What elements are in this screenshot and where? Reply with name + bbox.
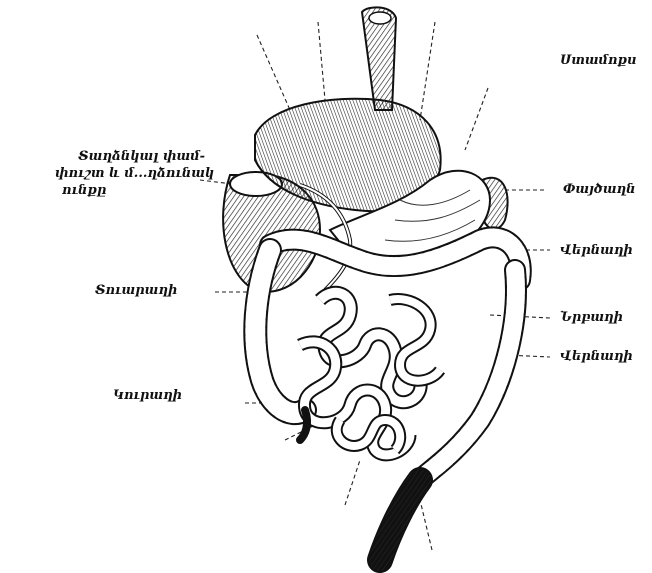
label-appendix: Կուրաղի (113, 387, 182, 404)
label-duodenum: Տուարաղի (95, 282, 177, 299)
label-liver-gallbladder: Տաղձնկալ փամ- փուշտ և մ...ղձունակ ունքը (55, 148, 205, 199)
label-small-intestine: Նրբաղի (560, 309, 623, 326)
label-colon-lower-right: Վերնաղի (560, 348, 633, 365)
small-intestine (300, 293, 440, 455)
label-liver-line3: ունքը (62, 182, 205, 199)
label-esophagus: Ստամոքս (560, 52, 637, 69)
label-pancreas: Փայծաղն (563, 181, 635, 198)
label-liver-line1: Տաղձնկալ փամ- (55, 148, 205, 165)
label-liver-line2: փուշտ և մ...ղձունակ (55, 165, 205, 182)
label-colon-upper-right: Վերնաղի (560, 242, 633, 259)
